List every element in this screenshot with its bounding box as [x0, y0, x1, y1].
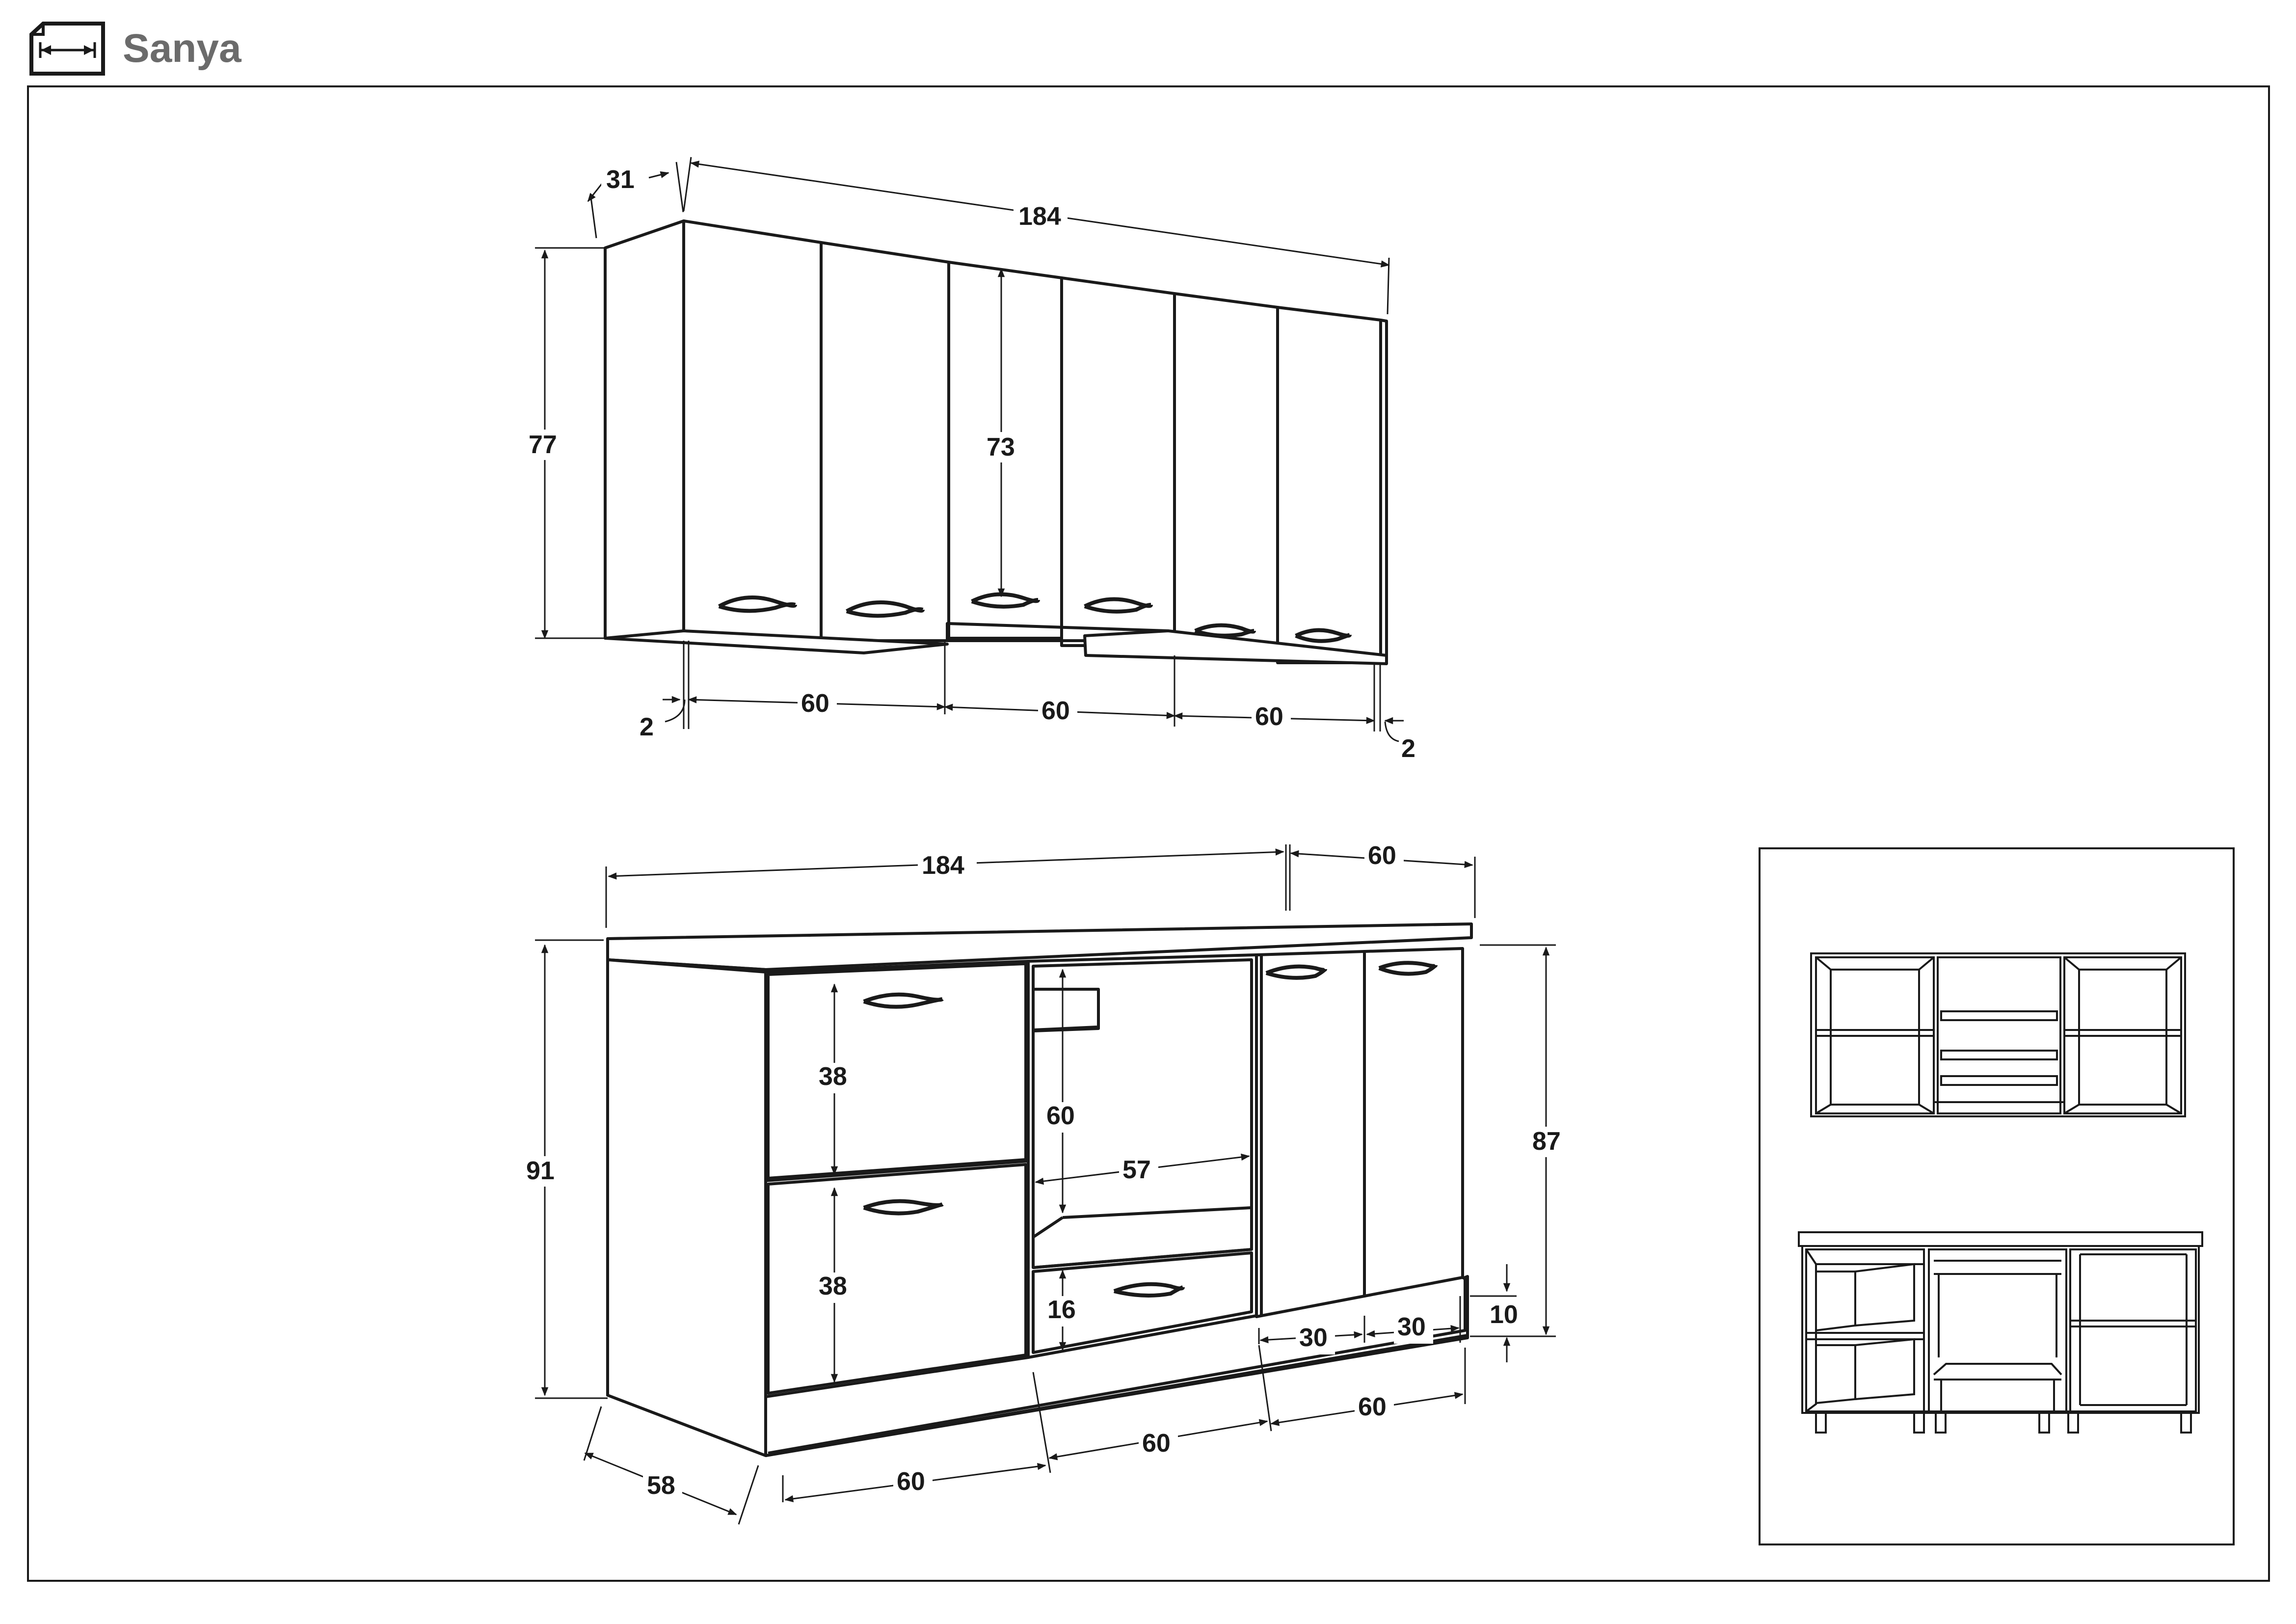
upper-height-label: 77 — [529, 431, 557, 459]
upper-door-height-label: 73 — [987, 433, 1015, 461]
upper-width-label: 184 — [1018, 202, 1061, 231]
lower-width-label: 184 — [922, 851, 964, 880]
inset-lower-open-view — [1798, 1231, 2203, 1434]
lower-module-1-label: 60 — [897, 1467, 925, 1496]
upper-module-1-label: 60 — [801, 689, 829, 718]
lower-cabinet-drawing — [606, 922, 1473, 1457]
inset-upper-open-view — [1810, 952, 2186, 1117]
upper-side-left-label: 2 — [640, 713, 654, 741]
lower-handles — [863, 961, 1438, 1298]
upper-depth-label: 31 — [606, 165, 635, 194]
lower-drawer-bottom-label: 38 — [819, 1272, 847, 1300]
lower-oven-width-label: 57 — [1122, 1156, 1151, 1184]
lower-depth-label: 58 — [647, 1471, 675, 1500]
upper-handles — [718, 592, 1352, 643]
lower-height-body-label: 87 — [1532, 1127, 1561, 1156]
upper-module-3-label: 60 — [1255, 703, 1283, 731]
upper-cabinet-drawing — [604, 219, 1388, 665]
dimension-icon — [29, 22, 105, 76]
lower-door-left-label: 30 — [1299, 1324, 1328, 1352]
lower-oven-height-label: 60 — [1046, 1102, 1075, 1130]
upper-module-2-label: 60 — [1041, 697, 1070, 725]
lower-door-right-label: 30 — [1397, 1313, 1426, 1341]
inset-frame — [1759, 847, 2235, 1545]
lower-module-3-label: 60 — [1358, 1393, 1387, 1421]
lower-counter-extension-label: 60 — [1368, 841, 1396, 870]
page-title: Sanya — [123, 26, 241, 71]
lower-plinth-label: 10 — [1490, 1300, 1518, 1329]
dimension-labels: 31 184 77 73 2 2 60 60 60 184 60 91 87 1… — [525, 164, 1566, 1502]
lower-height-total-label: 91 — [526, 1157, 555, 1185]
lower-oven-drawer-label: 16 — [1047, 1296, 1076, 1324]
upper-side-right-label: 2 — [1401, 734, 1415, 763]
lower-module-2-label: 60 — [1142, 1429, 1171, 1458]
outer-frame — [27, 85, 2270, 1582]
lower-drawer-top-label: 38 — [819, 1062, 847, 1091]
